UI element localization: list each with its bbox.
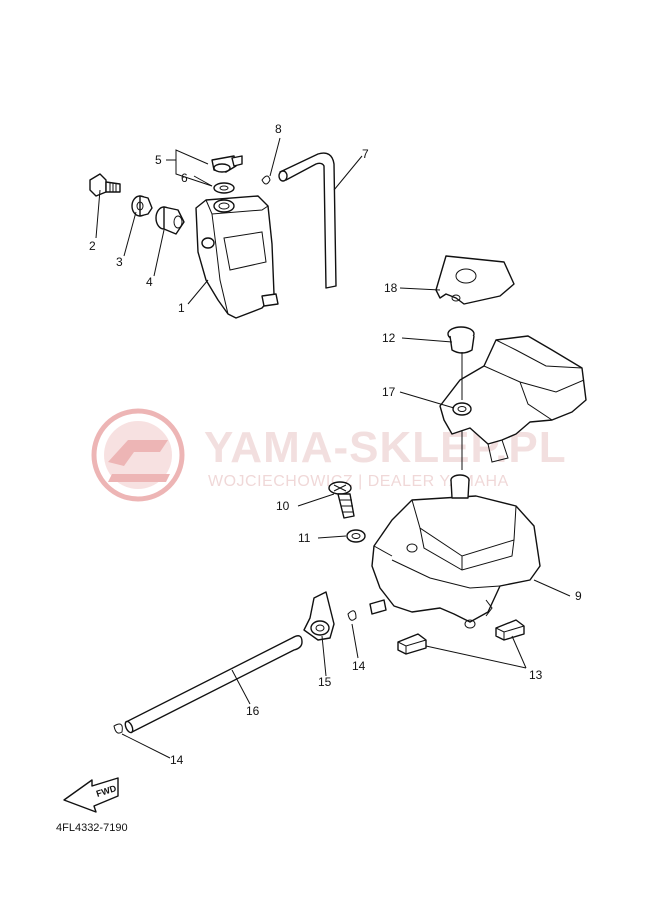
part-16-hose <box>124 635 303 734</box>
part-10-screw <box>328 481 355 519</box>
diagram-code: 4FL4332-7190 <box>56 822 128 834</box>
callout-12: 12 <box>382 331 396 345</box>
part-15-holder <box>303 591 335 641</box>
watermark-logo-icon <box>91 408 185 502</box>
fwd-arrow-icon: FWD <box>63 777 119 813</box>
callout-14-a: 14 <box>352 659 366 673</box>
callout-13: 13 <box>529 668 543 682</box>
callout-16: 16 <box>246 704 260 718</box>
callout-4: 4 <box>146 275 153 289</box>
part-1-reservoir-tank <box>195 195 279 319</box>
part-13-damper <box>397 619 525 655</box>
callout-10: 10 <box>276 499 290 513</box>
callout-6: 6 <box>181 171 188 185</box>
part-12-cap <box>447 326 475 354</box>
callout-17: 17 <box>382 385 396 399</box>
callout-labels: 1 2 3 4 5 6 7 8 9 10 11 12 13 14 14 15 1… <box>89 122 582 767</box>
leader-lines <box>95 137 571 759</box>
callout-3: 3 <box>116 255 123 269</box>
part-2-bolt <box>89 173 121 197</box>
part-8-clip <box>261 175 271 185</box>
part-18-cover <box>435 255 515 305</box>
callout-7: 7 <box>362 147 369 161</box>
watermark: YAMA-SKLEP.PL WOJCIECHOWICZ | DEALER YAM… <box>91 408 566 502</box>
part-14-clip-a <box>347 610 357 621</box>
callout-14-b: 14 <box>170 753 184 767</box>
callout-11: 11 <box>298 531 311 545</box>
part-9-oil-tank <box>369 474 541 629</box>
callout-1: 1 <box>178 301 185 315</box>
callout-9: 9 <box>575 589 582 603</box>
part-6-washer <box>213 182 235 194</box>
callout-2: 2 <box>89 239 96 253</box>
callout-18: 18 <box>384 281 398 295</box>
part-11-washer <box>346 529 366 543</box>
part-7-hose <box>278 152 337 289</box>
callout-8: 8 <box>275 122 282 136</box>
callout-5: 5 <box>155 153 162 167</box>
part-17-bracket <box>439 335 587 463</box>
part-4-grommet <box>155 206 185 235</box>
part-5-cap <box>211 155 243 173</box>
callout-15: 15 <box>318 675 332 689</box>
part-3-collar <box>131 195 153 217</box>
watermark-subtitle: WOJCIECHOWICZ | DEALER YAMAHA <box>208 473 509 490</box>
part-14-clip-b <box>113 723 123 734</box>
